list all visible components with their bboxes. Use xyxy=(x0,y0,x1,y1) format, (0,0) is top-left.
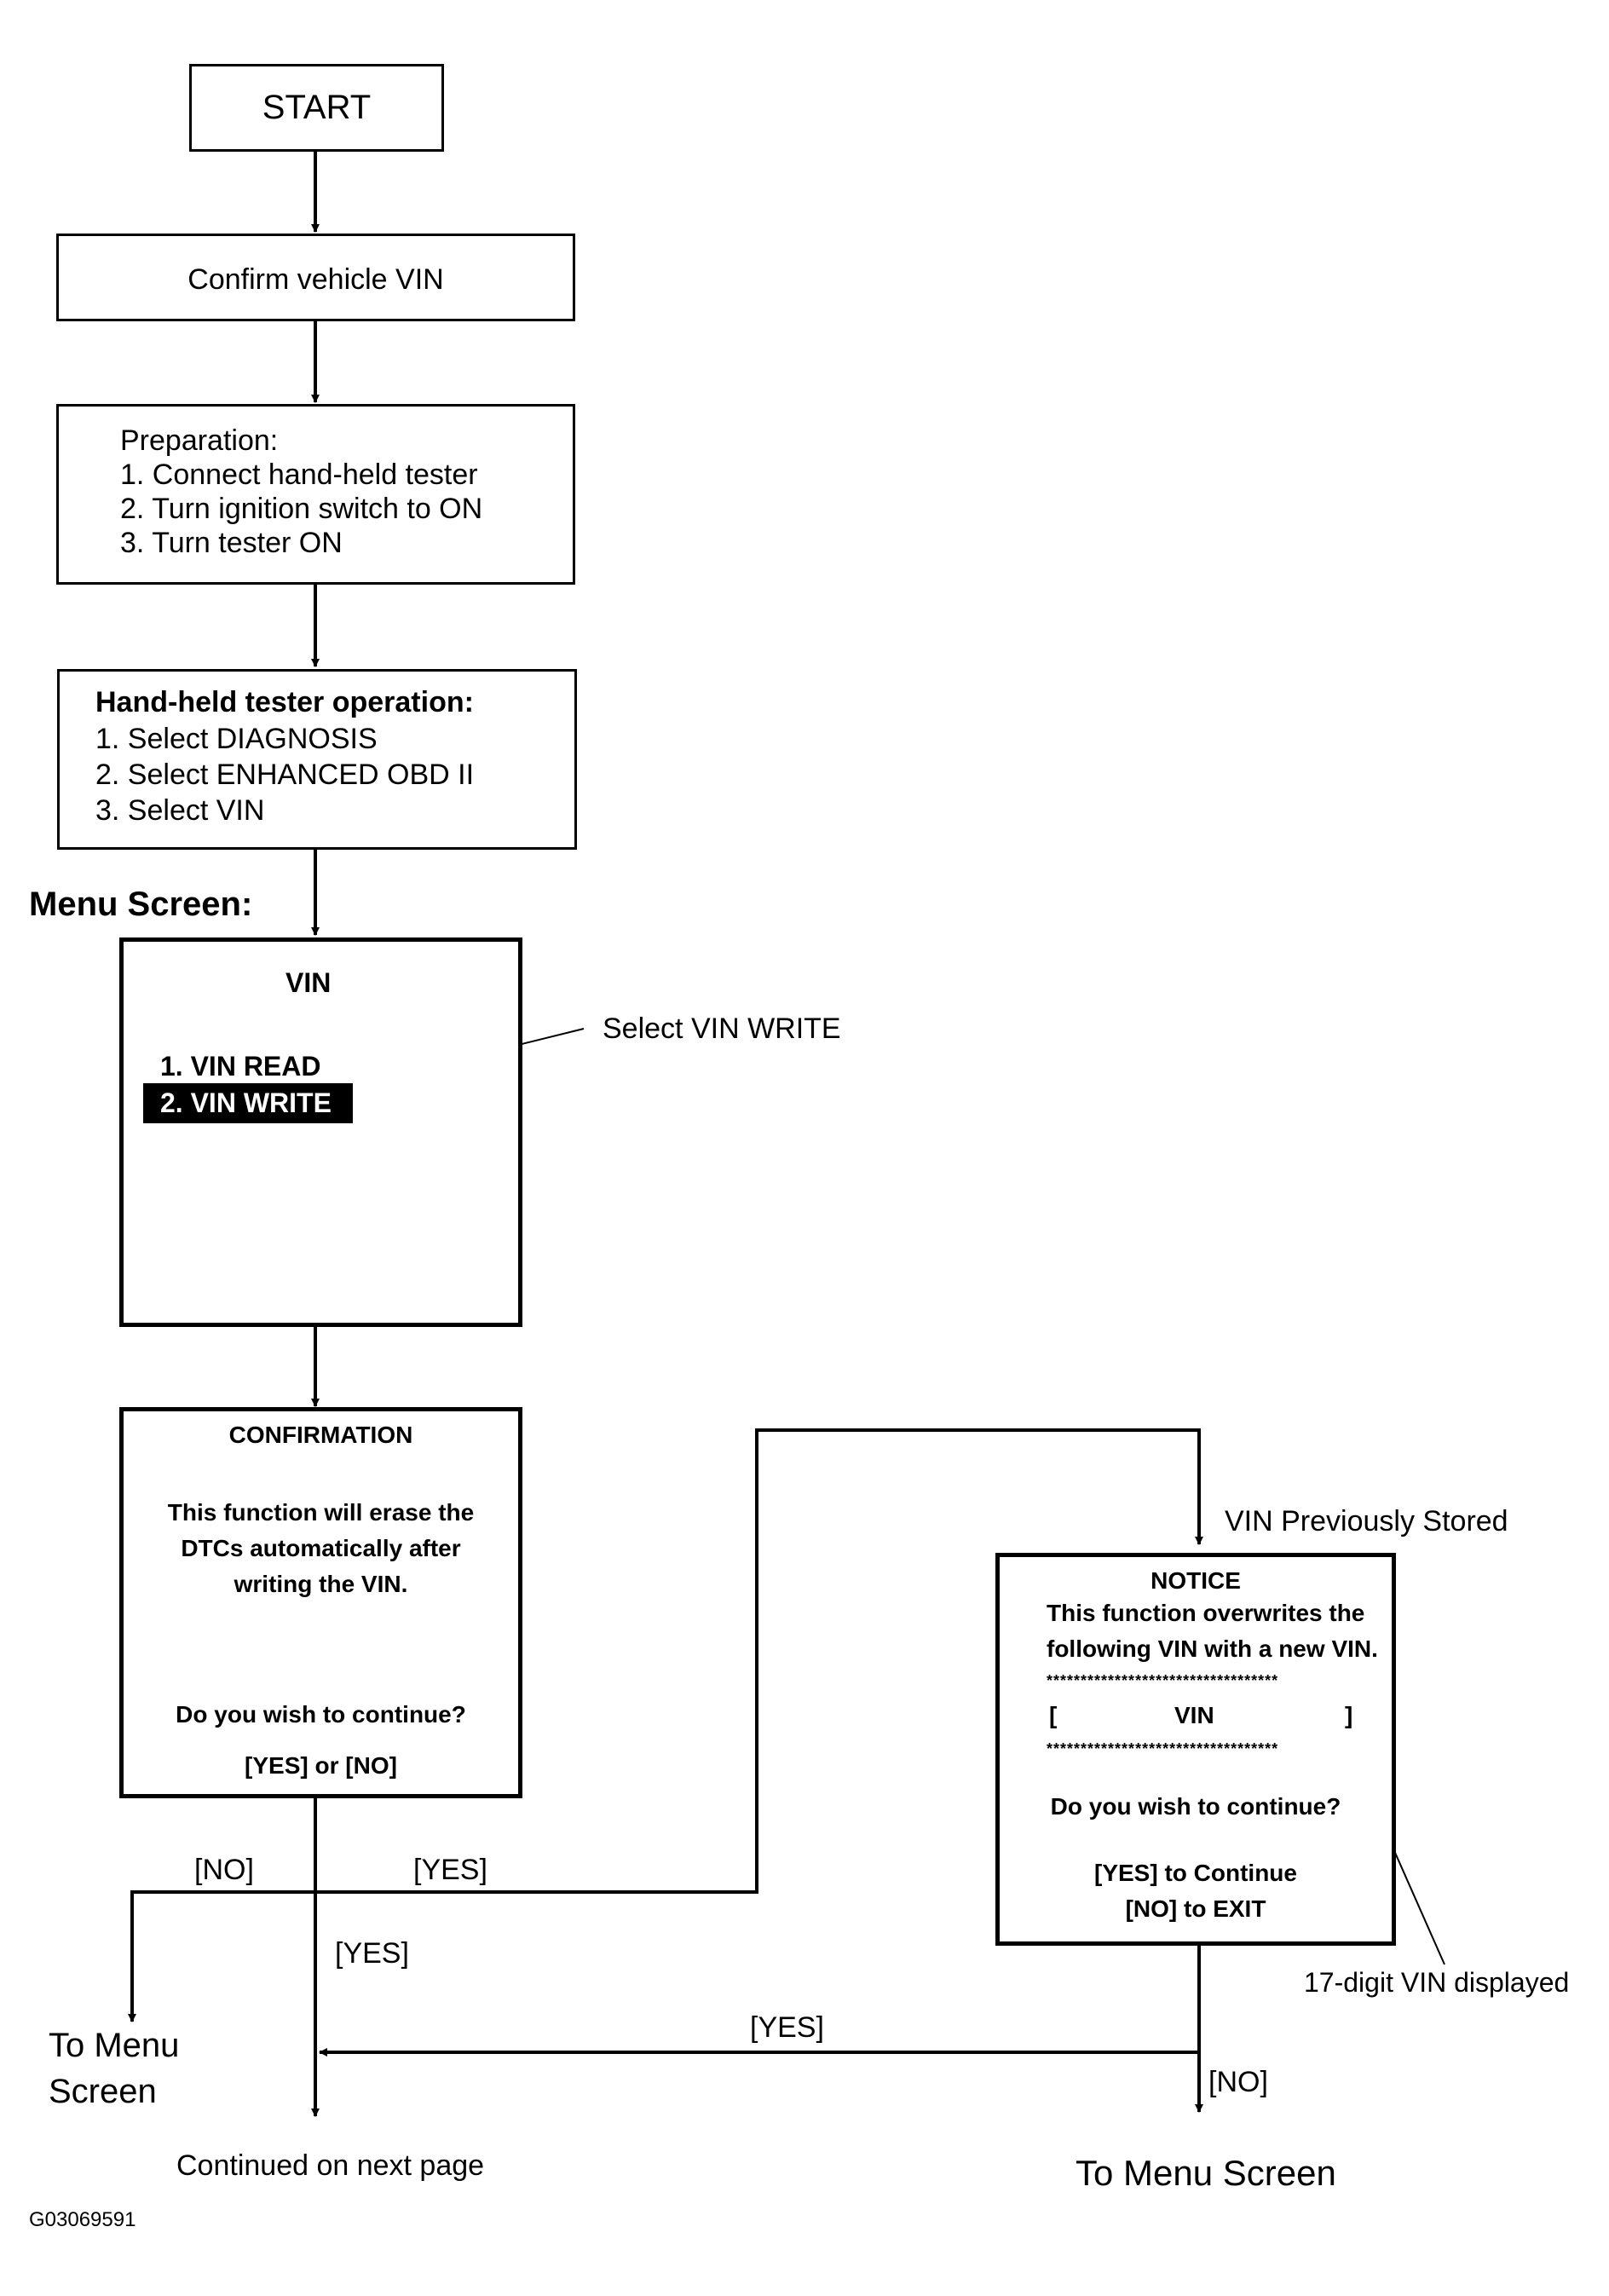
tester-operation-text: Hand-held tester operation: 1. Select DI… xyxy=(95,684,474,828)
notice-vin-bracket-close: ] xyxy=(1345,1702,1353,1728)
confirmation-message-line: DTCs automatically after xyxy=(181,1535,461,1561)
tester-operation-box: Hand-held tester operation: 1. Select DI… xyxy=(57,669,577,850)
to-menu-line: Screen xyxy=(49,2073,157,2110)
label-vin-previously-stored: VIN Previously Stored xyxy=(1225,1505,1508,1537)
notice-stars-top: ********************************** xyxy=(1047,1672,1279,1689)
label-no-left: [NO] xyxy=(194,1854,254,1886)
vin-menu-screen: VIN 1. VIN READ 2. VIN WRITE xyxy=(119,937,522,1327)
preparation-text: Preparation: 1. Connect hand-held tester… xyxy=(120,424,482,560)
start-box: START xyxy=(189,64,444,152)
confirmation-message-line: This function will erase the xyxy=(167,1499,475,1526)
to-menu-screen-right: To Menu Screen xyxy=(1076,2153,1336,2193)
notice-message-line: following VIN with a new VIN. xyxy=(1047,1635,1378,1662)
start-label: START xyxy=(262,89,372,126)
notice-vin-bracket-open: [ xyxy=(1049,1702,1058,1728)
notice-no-option: [NO] to EXIT xyxy=(1125,1895,1266,1922)
to-menu-line: To Menu xyxy=(49,2027,180,2064)
label-yes-upper: [YES] xyxy=(413,1854,487,1886)
callout-select-vin-write: Select VIN WRITE xyxy=(603,1012,841,1045)
confirmation-screen: CONFIRMATION This function will erase th… xyxy=(119,1407,522,1798)
tester-operation-step: 1. Select DIAGNOSIS xyxy=(95,723,378,755)
tester-operation-step: 3. Select VIN xyxy=(95,794,265,827)
vin-menu-title: VIN xyxy=(285,967,332,998)
notice-question: Do you wish to continue? xyxy=(1050,1793,1341,1820)
continued-on-next-page: Continued on next page xyxy=(176,2149,485,2182)
confirmation-question: Do you wish to continue? xyxy=(176,1701,466,1728)
confirmation-title: CONFIRMATION xyxy=(228,1422,413,1448)
menu-item-vin-write-highlighted: 2. VIN WRITE xyxy=(143,1083,353,1123)
label-yes-bottom: [YES] xyxy=(750,2011,824,2044)
tester-operation-title: Hand-held tester operation: xyxy=(95,686,474,718)
arrow-yes-to-notice xyxy=(315,1428,1203,1894)
to-menu-screen-left: To Menu Screen xyxy=(49,2022,179,2114)
confirmation-message-line: writing the VIN. xyxy=(234,1571,408,1597)
notice-message-line: This function overwrites the xyxy=(1047,1600,1365,1626)
preparation-step: 3. Turn tester ON xyxy=(120,527,343,559)
label-yes-center: [YES] xyxy=(335,1937,409,1970)
preparation-box: Preparation: 1. Connect hand-held tester… xyxy=(56,404,575,585)
tester-operation-step: 2. Select ENHANCED OBD II xyxy=(95,759,475,791)
confirm-vin-label: Confirm vehicle VIN xyxy=(187,263,444,296)
confirmation-options: [YES] or [NO] xyxy=(245,1752,397,1779)
label-no-right: [NO] xyxy=(1208,2066,1268,2098)
preparation-step: 2. Turn ignition switch to ON xyxy=(120,493,483,525)
callout-17-digit-vin: 17-digit VIN displayed xyxy=(1304,1967,1570,1998)
preparation-step: 1. Connect hand-held tester xyxy=(120,459,478,491)
notice-stars-bottom: ********************************** xyxy=(1047,1740,1279,1757)
preparation-title: Preparation: xyxy=(120,424,279,457)
menu-screen-heading: Menu Screen: xyxy=(29,886,253,923)
figure-id: G03069591 xyxy=(29,2208,136,2231)
notice-yes-option: [YES] to Continue xyxy=(1094,1860,1297,1886)
notice-vin-label: VIN xyxy=(1174,1702,1214,1728)
notice-title: NOTICE xyxy=(1151,1567,1241,1594)
confirm-vin-box: Confirm vehicle VIN xyxy=(56,234,575,321)
menu-item-vin-read: 1. VIN READ xyxy=(160,1051,321,1082)
notice-screen: NOTICE This function overwrites the foll… xyxy=(995,1553,1396,1946)
arrow-no-to-menu-left xyxy=(128,1890,315,2022)
